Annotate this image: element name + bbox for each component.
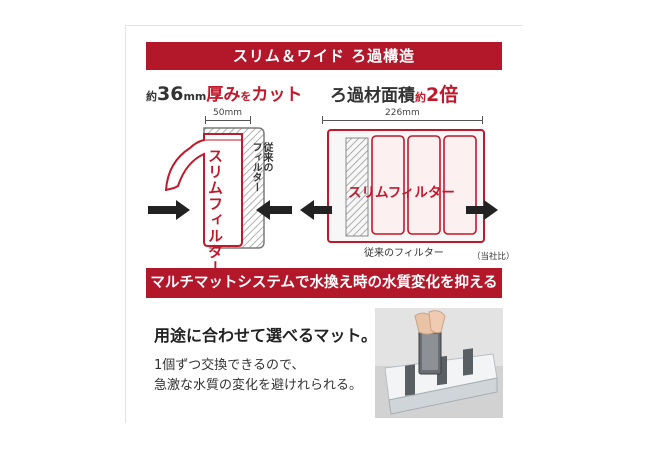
filter-mat-photo [375,308,503,418]
thickness-emph-a: 厚み [206,85,241,105]
frame-left-line [125,25,126,423]
right-inflow-arrow [300,200,332,220]
mat-title: 用途に合わせて選べるマット。 [154,326,378,345]
left-inflow-arrow [148,200,190,220]
left-dimension-tick-right [250,116,251,124]
right-dimension-tick-left [322,116,323,124]
area-heading: ろ過材面積約2倍 [330,80,458,107]
thickness-emph-b: カット [251,85,303,105]
mat-desc-line-2: 急激な水質の変化を避けれられる。 [154,378,363,393]
right-outflow-arrow [466,200,498,220]
slim-filter-label: スリムフィルター [206,148,224,276]
wide-filter-label: スリムフィルター [348,185,455,201]
title-banner: スリム＆ワイド ろ過構造 [146,42,502,70]
mat-desc-line-1: 1個ずつ交換できるので、 [154,358,305,373]
thickness-emph-small: を [240,90,252,103]
left-outflow-arrow [256,200,292,220]
thickness-number: 36 [157,83,184,105]
right-dimension-line [322,120,482,121]
right-dimension-tick-right [482,116,483,124]
comparison-note: （当社比） [472,252,515,262]
old-filter-side-label: 従来のフィルター [250,142,272,192]
thickness-unit: mm [183,90,207,103]
filter-comparison-diagram [148,127,498,249]
multimat-banner: マルチマットシステムで水換え時の水質変化を抑える [146,268,502,298]
left-dimension-label: 50mm [213,108,242,118]
area-emph: 2倍 [426,84,459,106]
old-filter-side-line1: 従来の [261,142,272,172]
right-dimension-label: 226mm [385,108,420,118]
approx-prefix: 約 [146,90,157,103]
old-filter-bottom-label: 従来のフィルター [364,248,444,259]
thickness-heading: 約36mm厚みをカット [146,80,302,105]
wide-filter-housing [327,129,485,243]
slim-filter-shape [164,133,243,247]
area-text: ろ過材面積 [330,86,415,106]
left-dimension-line [205,120,250,121]
frame-top-line [125,25,523,26]
area-approx: 約 [415,91,426,104]
old-filter-side-line2: フィルター [250,142,261,192]
mat-description: 1個ずつ交換できるので、 急激な水質の変化を避けれられる。 [154,356,362,396]
left-dimension-tick-left [205,116,206,124]
